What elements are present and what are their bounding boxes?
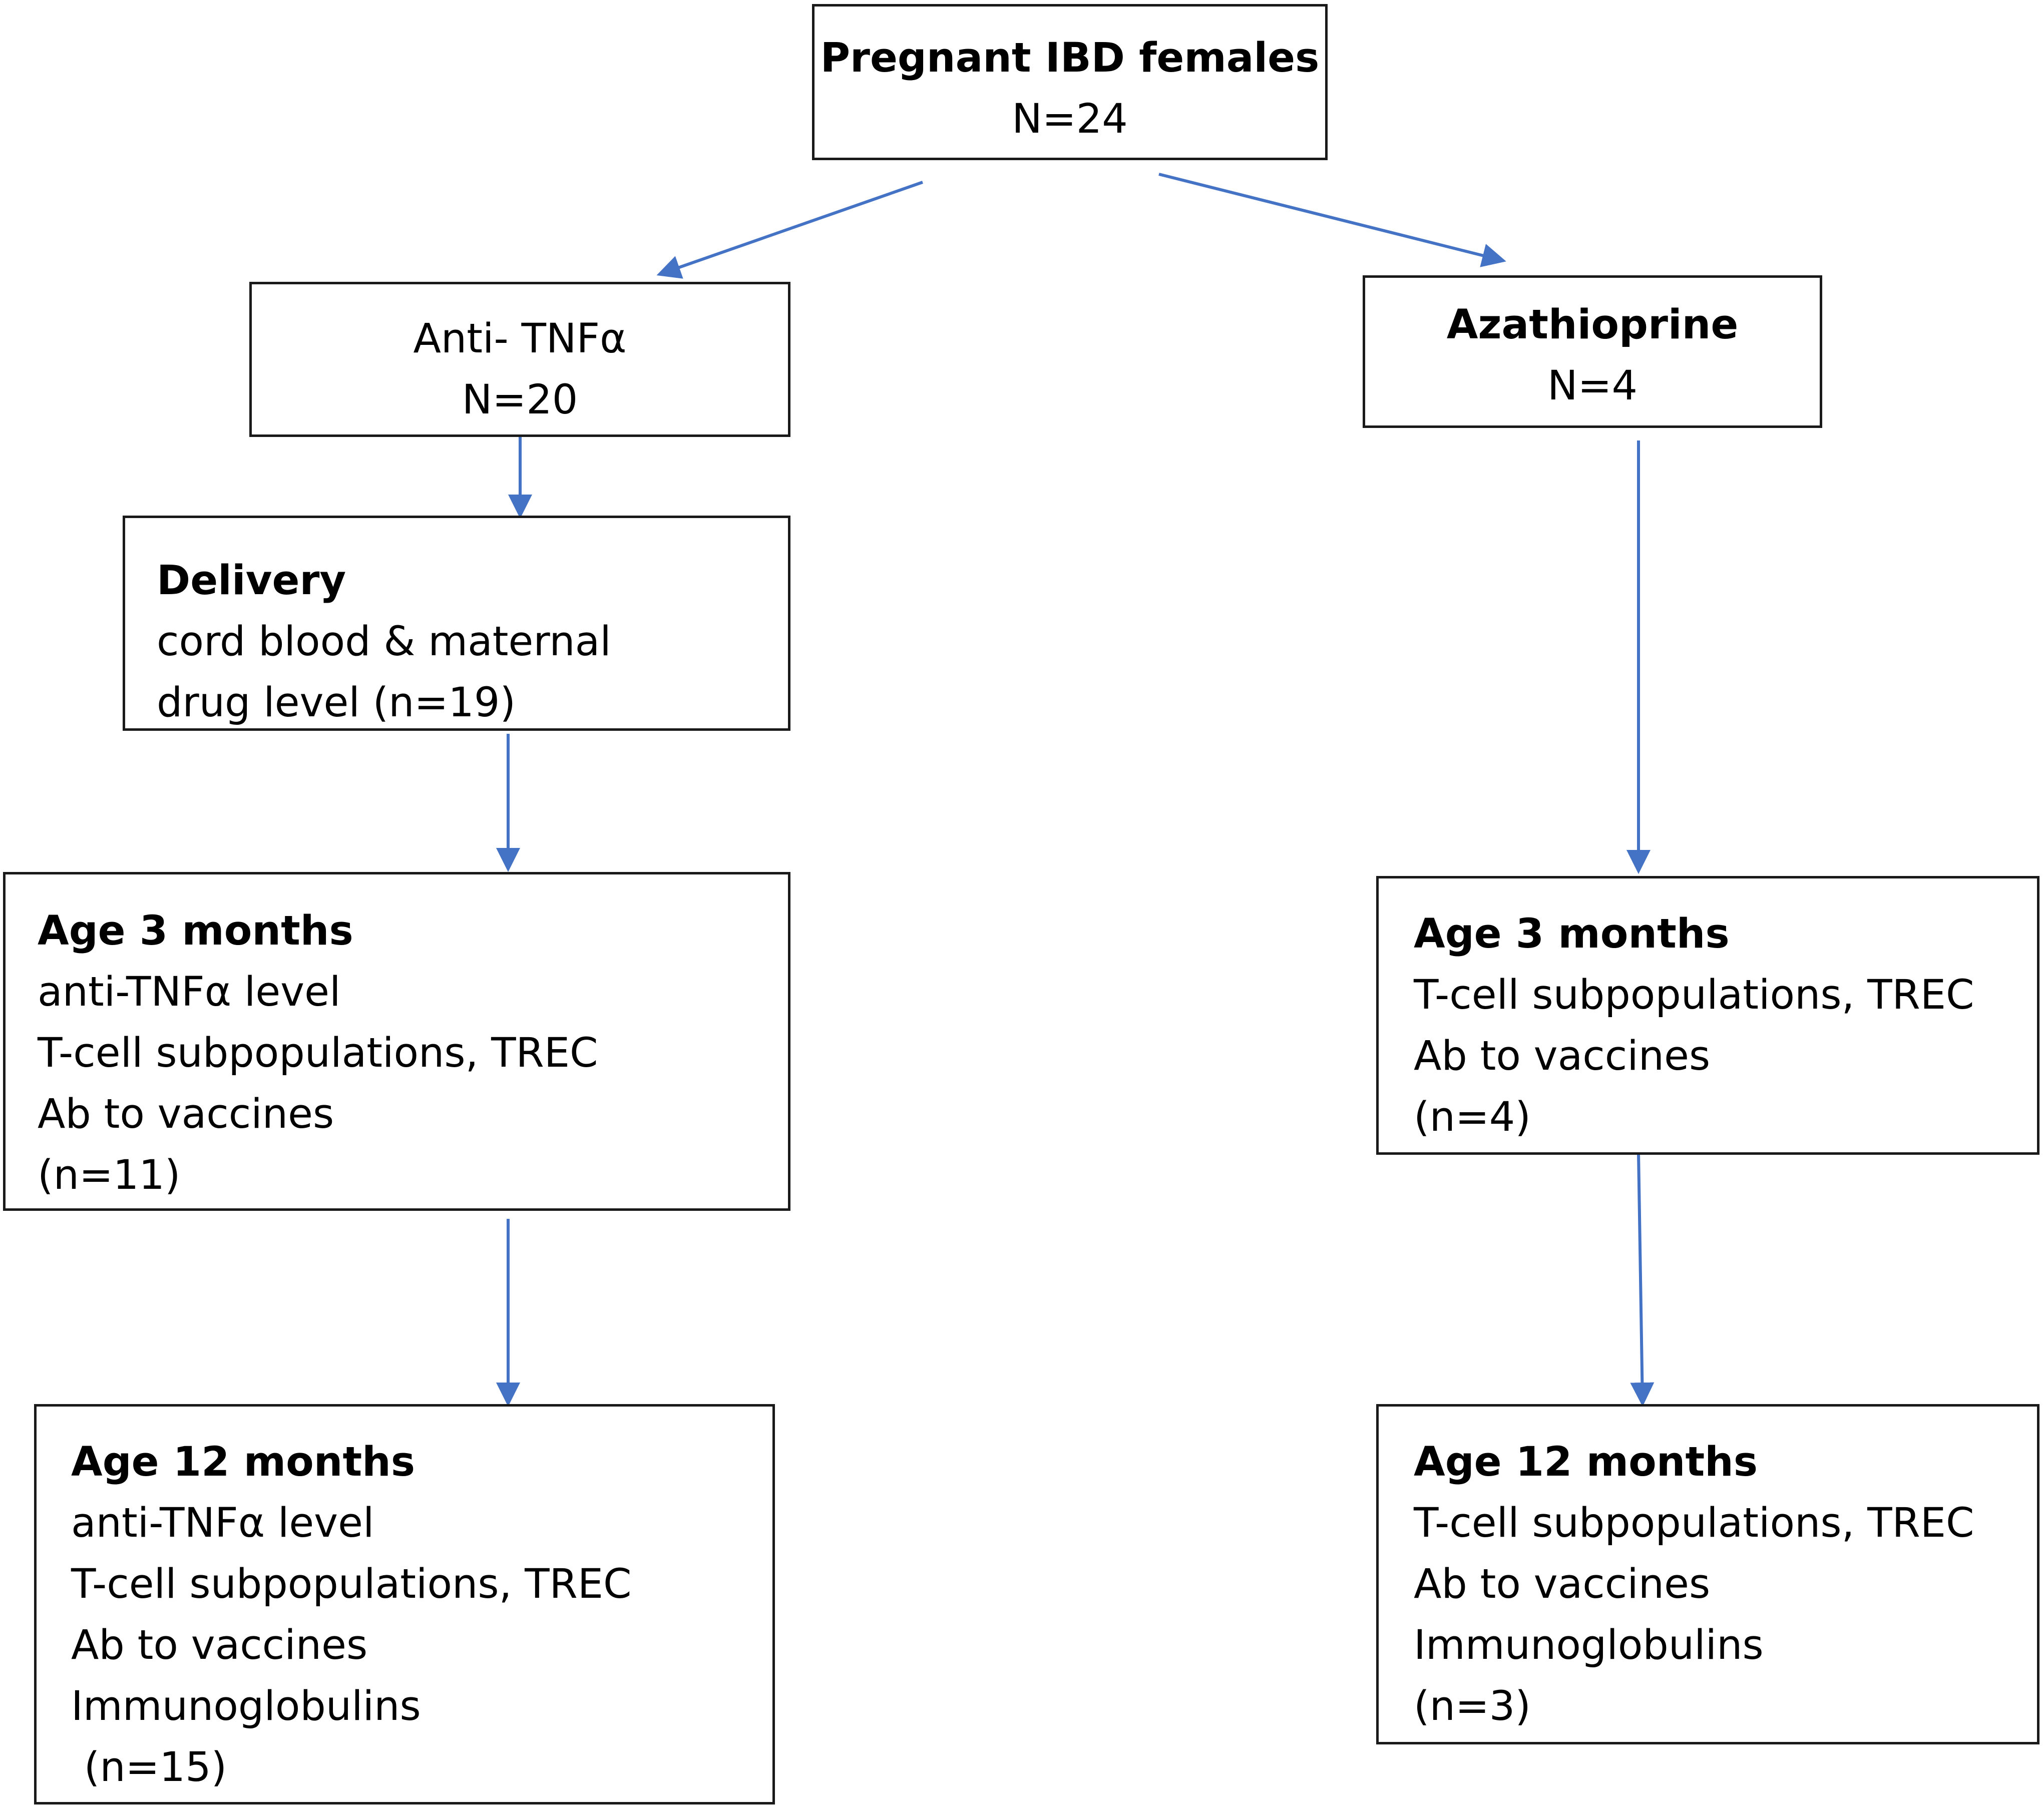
delivery-line: cord blood & maternal [157,618,611,665]
left-age12-line: T-cell subpopulations, TREC [71,1561,632,1608]
right-age12-line: (n=3) [1414,1683,1531,1730]
delivery-line: drug level (n=19) [157,679,516,726]
left-age3-line: T-cell subpopulations, TREC [38,1030,598,1077]
arrow-right-age3-to-right-age12 [1630,1153,1655,1407]
right-age12-line: Ab to vaccines [1414,1561,1711,1608]
right-age3-box: Age 3 months T-cell subpopulations, TREC… [1376,876,2039,1155]
delivery-title: Delivery [157,557,346,604]
root-box: Pregnant IBD females N=24 [812,4,1328,160]
anti-tnf-box: Anti- TNFα N=20 [249,282,790,437]
right-age3-line: Ab to vaccines [1414,1033,1711,1080]
delivery-box: Delivery cord blood & maternal drug leve… [123,516,790,731]
left-age3-line: anti-TNFα level [38,969,341,1016]
left-age12-line: Ab to vaccines [71,1622,368,1669]
left-age12-line: (n=15) [71,1744,227,1791]
left-age3-title: Age 3 months [38,908,353,955]
right-age12-line: Immunoglobulins [1414,1622,1764,1669]
left-age12-box: Age 12 months anti-TNFα level T-cell sub… [34,1404,775,1804]
right-age3-line: (n=4) [1414,1094,1531,1141]
arrow-root-to-azathioprine [1158,173,1506,267]
left-age3-line: Ab to vaccines [38,1091,334,1138]
root-title: Pregnant IBD females [820,35,1320,82]
anti-tnf-count: N=20 [462,376,578,423]
right-age12-line: T-cell subpopulations, TREC [1414,1500,1974,1547]
left-age12-line: Immunoglobulins [71,1683,421,1730]
arrow-root-to-anti-tnf [656,181,923,279]
azathioprine-count: N=4 [1547,362,1638,409]
azathioprine-box: Azathioprine N=4 [1363,275,1822,428]
left-age12-title: Age 12 months [71,1439,416,1486]
left-age3-box: Age 3 months anti-TNFα level T-cell subp… [3,872,790,1211]
right-age12-box: Age 12 months T-cell subpopulations, TRE… [1376,1404,2039,1744]
right-age3-title: Age 3 months [1414,911,1730,958]
left-age12-line: anti-TNFα level [71,1500,374,1547]
azathioprine-title: Azathioprine [1446,301,1739,348]
left-age3-line: (n=11) [38,1152,181,1199]
root-count: N=24 [1012,96,1128,143]
right-age12-title: Age 12 months [1414,1439,1758,1486]
anti-tnf-title: Anti- TNFα [413,315,627,362]
right-age3-line: T-cell subpopulations, TREC [1414,972,1974,1019]
